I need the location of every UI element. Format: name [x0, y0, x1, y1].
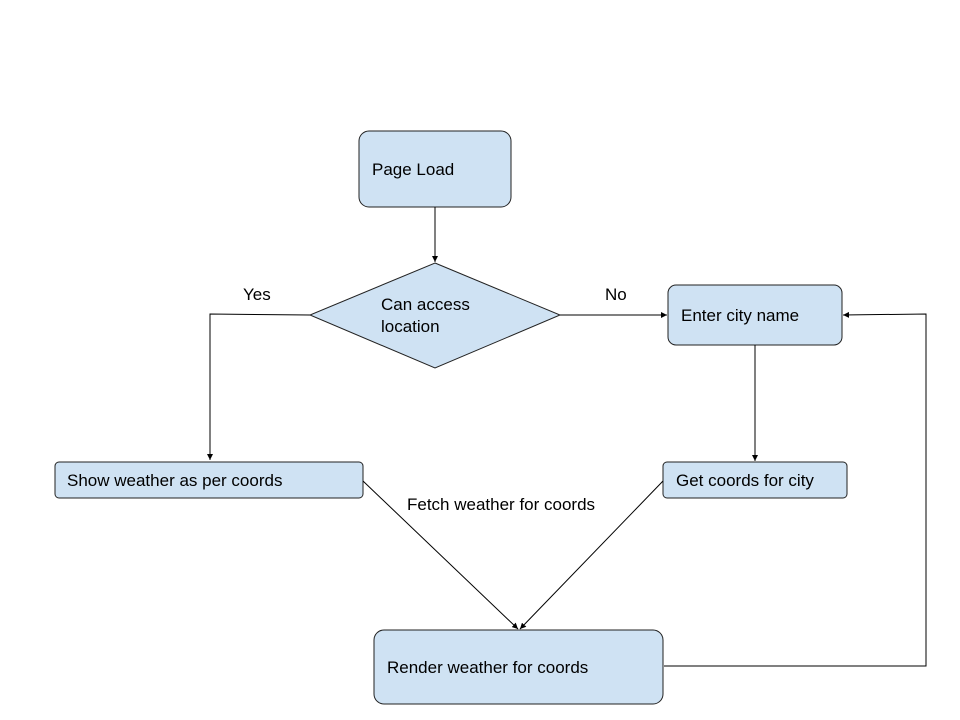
label-page-load: Page Load [372, 160, 455, 179]
node-show-weather [54, 461, 364, 499]
label-enter-city-name: Enter city name [681, 306, 800, 325]
label-can-access-line2: location [381, 317, 440, 336]
label-show-weather: Show weather as per coords [67, 471, 283, 490]
label-can-access-line1: Can access [381, 295, 470, 314]
edge-render-loop-back [664, 311, 927, 667]
edge-label-yes: Yes [243, 285, 271, 304]
node-can-access-location [308, 262, 562, 369]
edge-label-fetch: Fetch weather for coords [407, 495, 596, 514]
edge-decision-yes [207, 313, 311, 460]
label-get-coords: Get coords for city [676, 471, 814, 490]
node-get-coords [662, 461, 848, 499]
edge-show-to-render [362, 480, 519, 630]
edge-label-no: No [605, 285, 627, 304]
node-render-weather [373, 629, 664, 705]
edge-getcoords-to-render [519, 480, 664, 630]
label-render-weather: Render weather for coords [387, 658, 589, 677]
